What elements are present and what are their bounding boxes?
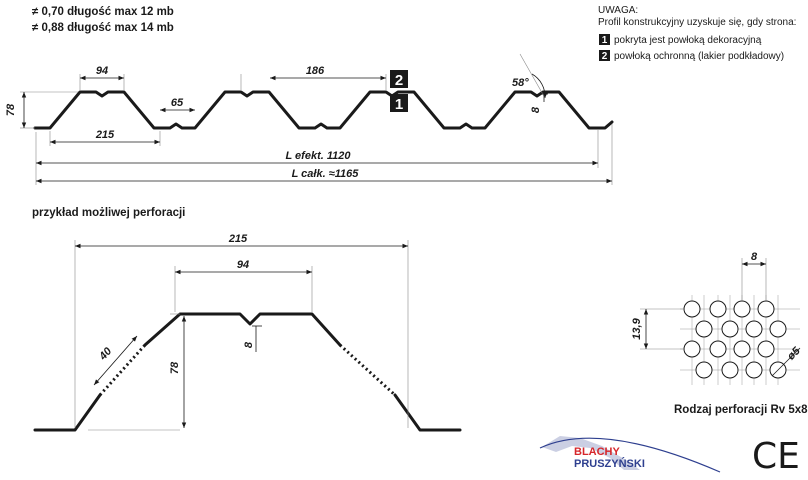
- uwaga-badge-1: 1: [602, 35, 608, 46]
- dim-crest-span: 186: [306, 65, 325, 77]
- side-badge-1: 1: [395, 96, 403, 113]
- dim-height: 78: [5, 103, 17, 116]
- company-logo: BLACHY PRUSZYŃSKI: [539, 436, 721, 473]
- dim-groove-depth: 8: [530, 106, 542, 113]
- perf-dim-groove: 8: [243, 341, 255, 348]
- perf-dim-zone: 40: [97, 345, 115, 364]
- uwaga-badge-1-box: [599, 34, 610, 45]
- perforated-zone-left: [98, 343, 147, 397]
- logo-roof-shape: [542, 436, 640, 470]
- uwaga-item-1: pokryta jest powłoką dekoracyjną: [614, 35, 762, 46]
- hole-pitch: 8: [751, 251, 758, 263]
- perforated-trapezoid-solid-2: [143, 312, 342, 347]
- logo-swoosh: [539, 437, 721, 473]
- thickness-note-1: ≠ 0,70 długość max 12 mb: [32, 6, 174, 18]
- dim-effective-length: L efekt. 1120: [285, 150, 351, 162]
- perf-dim-pitch: 215: [228, 233, 248, 245]
- perf-dim-top-width: 94: [237, 259, 249, 271]
- logo-line1: BLACHY: [574, 446, 620, 458]
- perforated-zone-right: [338, 343, 397, 397]
- hole-row-spacing: 13,9: [631, 317, 643, 339]
- uwaga-text: Profil konstrukcyjny uzyskuje się, gdy s…: [598, 17, 796, 28]
- perforated-trapezoid-solid-3: [393, 393, 462, 432]
- perforated-profile: 215 94 78 8 40: [33, 233, 462, 432]
- perforated-trapezoid-solid-1: [33, 393, 102, 432]
- hole-pattern: 8 13,9 ø5 Rodzaj perforacji Rv 5x8: [631, 251, 808, 416]
- perf-dim-height: 78: [169, 361, 181, 374]
- side-badge-2: 2: [395, 72, 403, 89]
- uwaga-title: UWAGA:: [598, 5, 638, 16]
- thickness-note-2: ≠ 0,88 długość max 14 mb: [32, 22, 174, 34]
- dim-pitch: 215: [95, 129, 115, 141]
- side-badge-2-box: [390, 70, 408, 88]
- side-badge-1-box: [390, 94, 408, 112]
- hole-pattern-caption: Rodzaj perforacji Rv 5x8: [674, 404, 808, 416]
- uwaga-badge-2-box: [599, 50, 610, 61]
- uwaga-badge-2: 2: [602, 51, 608, 62]
- uwaga-note: UWAGA: Profil konstrukcyjny uzyskuje się…: [598, 5, 796, 62]
- uwaga-item-2: powłoką ochronną (lakier podkładowy): [614, 51, 784, 62]
- dim-valley-gap: 65: [171, 97, 184, 109]
- perforation-heading: przykład możliwej perforacji: [32, 207, 185, 219]
- sheet-profile-line: [33, 90, 614, 130]
- dim-total-length: L całk. ≈1165: [292, 168, 360, 180]
- dim-angle: 58°: [512, 77, 529, 89]
- ce-mark: CE: [752, 436, 800, 477]
- logo-line2: PRUSZYŃSKI: [574, 457, 645, 470]
- dim-top-width: 94: [96, 65, 108, 77]
- top-sheet-profile: 94 65 215 186 78 58° 8 2 1 L efekt. 1120…: [5, 53, 614, 185]
